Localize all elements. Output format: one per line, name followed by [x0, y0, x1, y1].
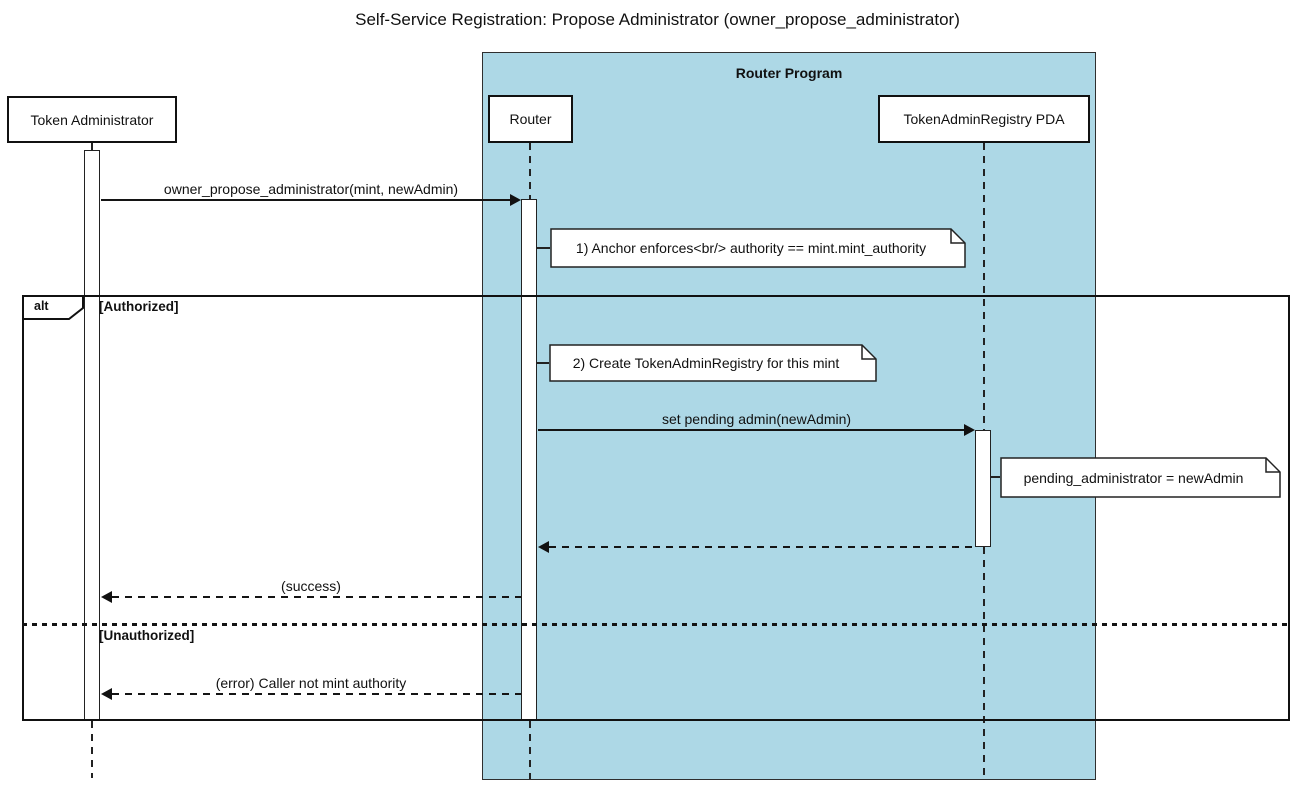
message-set-pending-label: set pending admin(newAdmin) [661, 411, 852, 427]
lifeline-token-administrator-lower [91, 721, 93, 778]
message-propose-line [101, 199, 511, 201]
actor-router: Router [488, 95, 573, 143]
arrowhead-left-icon [101, 688, 112, 700]
note3-text: pending_administrator = newAdmin [1023, 469, 1244, 486]
diagram-title: Self-Service Registration: Propose Admin… [355, 10, 960, 29]
note1-text: 1) Anchor enforces<br/> authority == min… [575, 240, 927, 256]
note3-shape [1000, 457, 1281, 498]
alt-divider [22, 623, 1290, 626]
message-success-line [112, 596, 521, 598]
message-set-pending-line [538, 429, 964, 431]
actor-registry-pda: TokenAdminRegistry PDA [878, 95, 1090, 143]
alt-frame [22, 295, 1290, 721]
token-administrator-activation-stem [91, 143, 93, 151]
note2-shape [549, 344, 877, 382]
message-error-line [112, 693, 521, 695]
lifeline-router-upper [529, 143, 531, 199]
note3-connector [991, 476, 1000, 478]
actor-token-administrator-label: Token Administrator [30, 111, 154, 128]
note2-text: 2) Create TokenAdminRegistry for this mi… [572, 355, 840, 371]
alt-condition-unauthorized: [Unauthorized] [99, 628, 195, 643]
lifeline-registry-pda-upper [983, 143, 985, 430]
arrowhead-right-icon [964, 424, 975, 436]
lifeline-registry-pda-lower [983, 547, 985, 778]
actor-registry-pda-label: TokenAdminRegistry PDA [903, 111, 1065, 127]
router-program-container [482, 52, 1096, 780]
arrowhead-left-icon [538, 541, 549, 553]
message-propose-label: owner_propose_administrator(mint, newAdm… [163, 181, 459, 197]
alt-frame-tag-label: alt [34, 299, 49, 313]
return-pda-to-router-line [549, 546, 975, 548]
lifeline-router-lower [529, 721, 531, 779]
alt-condition-authorized: [Authorized] [99, 299, 179, 314]
arrowhead-right-icon [510, 194, 521, 206]
router-program-container-title: Router Program [735, 65, 843, 81]
arrowhead-left-icon [101, 591, 112, 603]
activation-registry-pda [975, 430, 991, 547]
message-error-label: (error) Caller not mint authority [215, 675, 407, 691]
actor-token-administrator: Token Administrator [7, 96, 177, 143]
message-success-label: (success) [281, 578, 341, 594]
note2-connector [537, 362, 549, 364]
actor-router-label: Router [509, 111, 552, 127]
alt-frame-tag [22, 295, 84, 320]
note1-connector [537, 247, 550, 249]
note1-shape [550, 228, 966, 268]
